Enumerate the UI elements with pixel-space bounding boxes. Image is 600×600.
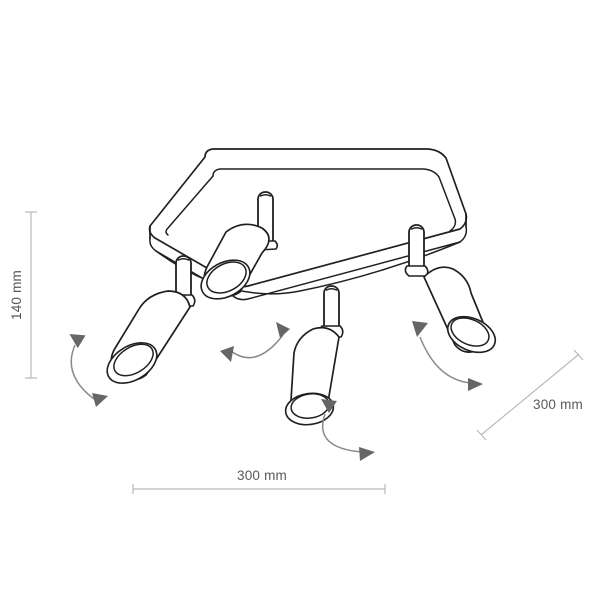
arrow-back-left [220, 322, 290, 362]
arrow-back-right [412, 321, 483, 391]
spot-back-right-stem [408, 224, 425, 273]
dimension-width: 300 mm [132, 468, 386, 494]
spot-front-left-rim-inner [113, 343, 154, 377]
depth-dim-tick-lower [476, 429, 487, 441]
spot-front-left [106, 255, 196, 384]
depth-dim-tick-upper [573, 349, 584, 361]
ceiling-base-plate [148, 148, 468, 301]
spot-front-right-stem [323, 285, 340, 333]
adjustment-arrows [69, 321, 483, 461]
dimension-height: 140 mm [9, 211, 37, 379]
spot-back-right-knuckle [404, 265, 429, 277]
depth-dim-line [480, 354, 579, 436]
arrow-front-left [69, 334, 108, 407]
spot-back-right [404, 224, 497, 354]
spot-back-left [200, 191, 279, 300]
spot-back-right-rim-inner [450, 317, 490, 347]
spot-front-right [284, 285, 344, 426]
depth-dim-label: 300 mm [533, 397, 583, 412]
arrow-front-right [321, 399, 375, 461]
spot-front-left-rim-outer [106, 342, 158, 384]
height-dim-label: 140 mm [9, 270, 24, 320]
dimension-depth: 300 mm [476, 349, 584, 441]
width-dim-label: 300 mm [237, 468, 287, 483]
spot-back-left-rim-inner [206, 261, 247, 294]
